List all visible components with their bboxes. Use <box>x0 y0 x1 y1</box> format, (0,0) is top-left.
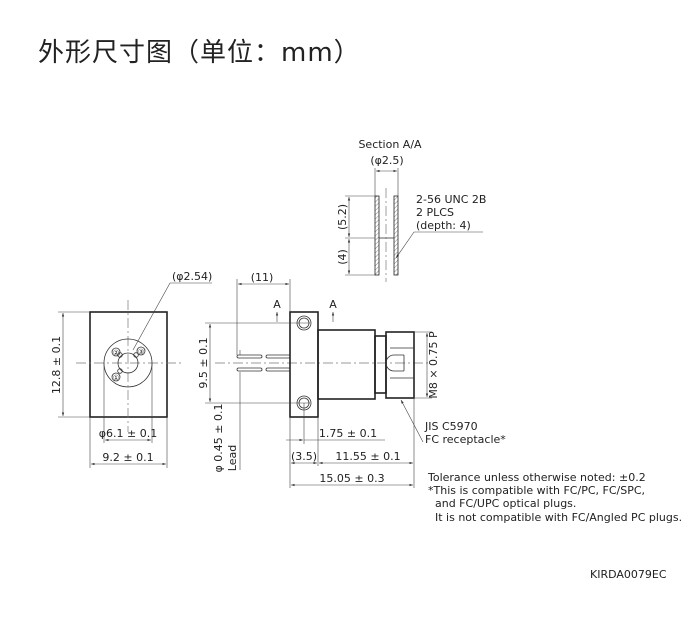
flange-dimension: (3.5) <box>291 450 317 463</box>
package-outline <box>89 311 168 418</box>
section-diameter-dimension: (φ2.5) <box>370 154 403 167</box>
circle-diameter-dimension: φ6.1 ± 0.1 <box>99 427 157 440</box>
note-compat-2: and FC/UPC optical plugs. <box>428 497 576 510</box>
lead-length-dimension: (11) <box>251 271 274 284</box>
hole-pitch-dimension: 9.5 ± 0.1 <box>197 337 210 388</box>
thread-spec-3: (depth: 4) <box>416 219 471 232</box>
pin-3-label: ③ <box>138 348 144 356</box>
pin-circle-dimension: (φ2.54) <box>172 270 212 283</box>
note-tolerance: Tolerance unless otherwise noted: ±0.2 <box>427 471 646 484</box>
thread-spec-1: 2-56 UNC 2B <box>416 193 486 206</box>
notes: Tolerance unless otherwise noted: ±0.2 *… <box>427 471 682 524</box>
body <box>317 329 376 400</box>
receptacle-label-1: JIS C5970 <box>424 420 478 433</box>
note-compat-3: It is not compatible with FC/Angled PC p… <box>428 511 682 524</box>
section-marker-right: A <box>329 298 337 311</box>
side-view: (11) A A 9.5 ± 0.1 φ 0.45 ± 0.1 Lead 1.7… <box>197 271 506 488</box>
note-compat-1: *This is compatible with FC/PC, FC/SPC, <box>428 484 645 497</box>
pin-1-label: ① <box>113 374 119 382</box>
width-dimension: 9.2 ± 0.1 <box>102 451 153 464</box>
section-title: Section A/A <box>358 138 422 151</box>
height-dimension: 12.8 ± 0.1 <box>50 336 63 394</box>
pin-2-label: ② <box>113 349 119 357</box>
hole-offset-dimension: 1.75 ± 0.1 <box>319 427 377 440</box>
receptacle-label-2: FC receptacle* <box>425 433 506 446</box>
page-title: 外形尺寸图（单位：mm） <box>38 38 361 68</box>
fc-receptacle <box>385 331 415 399</box>
upper-depth-dimension: (5.2) <box>336 204 349 230</box>
lead-label: Lead <box>226 445 239 471</box>
lower-depth-dimension: (4) <box>336 249 349 265</box>
drawing-code: KIRDA0079EC <box>590 568 667 581</box>
section-marker-left: A <box>273 298 281 311</box>
lead-diameter-dimension: φ 0.45 ± 0.1 <box>212 404 225 473</box>
body-length-dimension: 11.55 ± 0.1 <box>335 450 400 463</box>
thread-dimension: M8 × 0.75 P <box>427 331 440 399</box>
front-view: ② ③ ① (φ2.54) 12.8 ± 0.1 φ6.1 ± 0.1 9.2 … <box>50 270 212 468</box>
lead <box>236 354 263 359</box>
thread-spec-2: 2 PLCS <box>416 206 454 219</box>
total-length-dimension: 15.05 ± 0.3 <box>319 472 384 485</box>
section-view: Section A/A (φ2.5) (5.2) (4) 2-56 UNC 2B… <box>336 138 486 282</box>
